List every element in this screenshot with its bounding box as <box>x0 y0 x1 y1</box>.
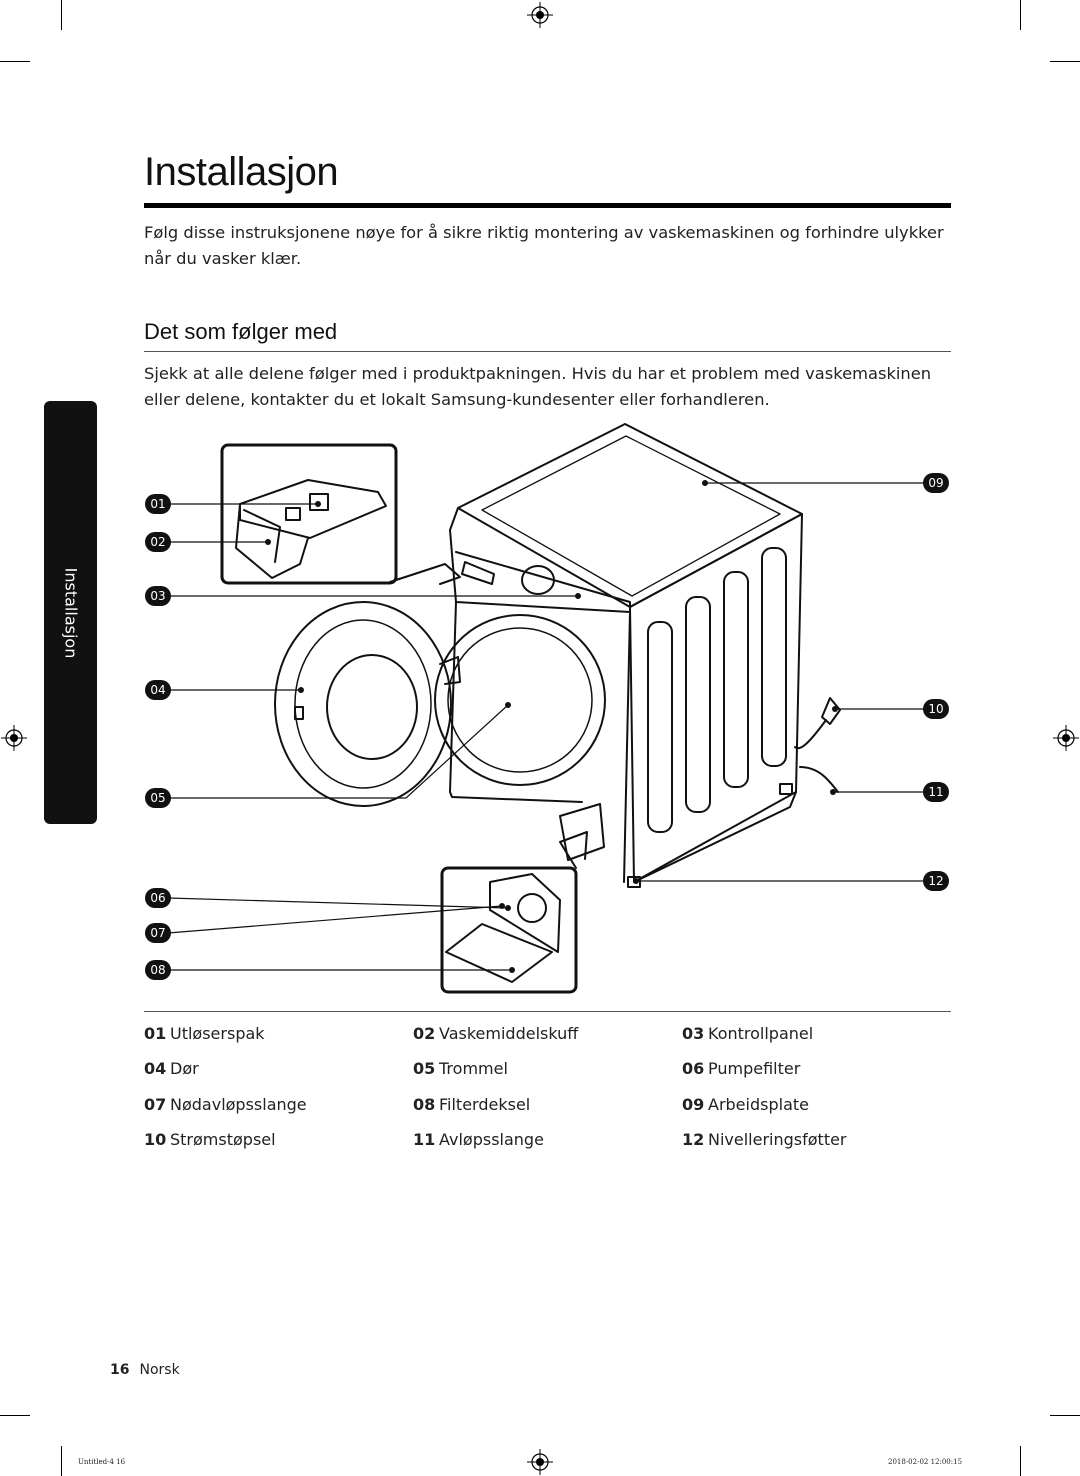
leveling-foot-illustration <box>627 876 641 888</box>
callout-badge-08: 08 <box>145 960 171 980</box>
page-footer: 16 Norsk <box>110 1362 180 1378</box>
printer-timestamp: 2018-02-02 12:00:15 <box>888 1458 963 1466</box>
legend-number: 05 <box>413 1059 436 1078</box>
crop-mark <box>1020 1446 1021 1476</box>
crop-mark <box>1050 1415 1080 1416</box>
legend-number: 06 <box>682 1059 705 1078</box>
drum-illustration <box>434 614 606 786</box>
legend-label: Strømstøpsel <box>170 1130 276 1149</box>
svg-text:12: 12 <box>928 874 943 888</box>
page-number: 16 <box>110 1362 130 1378</box>
callout-badge-04: 04 <box>145 680 171 700</box>
registration-mark-icon <box>527 2 553 28</box>
chapter-side-tab: Installasjon <box>44 401 97 824</box>
callout-badge-02: 02 <box>145 532 171 552</box>
crop-mark <box>61 0 62 30</box>
legend-number: 02 <box>413 1024 436 1043</box>
intro-paragraph: Følg disse instruksjonene nøye for å sik… <box>144 223 944 268</box>
worktop-illustration <box>457 423 803 608</box>
svg-text:05: 05 <box>150 791 165 805</box>
legend-label: Nivelleringsføtter <box>708 1130 847 1149</box>
callout-badge-10: 10 <box>923 699 949 719</box>
detergent-drawer-illustration <box>239 479 387 539</box>
drain-hose-illustration <box>799 766 839 793</box>
svg-text:09: 09 <box>928 476 943 490</box>
crop-mark <box>1050 61 1080 62</box>
callout-badge-05: 05 <box>145 788 171 808</box>
legend-label: Dør <box>170 1059 199 1078</box>
svg-text:02: 02 <box>150 535 165 549</box>
legend-number: 10 <box>144 1130 167 1149</box>
legend-label: Vaskemiddelskuff <box>439 1024 579 1043</box>
legend-number: 12 <box>682 1130 705 1149</box>
crop-mark <box>1020 0 1021 30</box>
detergent-drawer-inset <box>220 443 398 585</box>
legend-label: Arbeidsplate <box>708 1095 809 1114</box>
title-divider <box>144 203 951 208</box>
section-heading: Det som følger med <box>144 319 338 344</box>
washing-machine-diagram: 01 02 03 04 05 06 07 08 09 10 11 12 <box>145 423 949 994</box>
legend-number: 09 <box>682 1095 705 1114</box>
legend-number: 04 <box>144 1059 167 1078</box>
svg-text:01: 01 <box>150 497 165 511</box>
legend-number: 01 <box>144 1024 167 1043</box>
svg-text:08: 08 <box>150 963 165 977</box>
callout-badge-11: 11 <box>923 782 949 802</box>
page-title: Installasjon <box>144 150 339 194</box>
printer-file-info: Untitled-4 16 <box>78 1458 126 1466</box>
svg-text:11: 11 <box>928 785 943 799</box>
pump-filter-inset <box>440 866 578 994</box>
section-description: Sjekk at alle delene følger med i produk… <box>144 364 932 409</box>
callout-badge-01: 01 <box>145 494 171 514</box>
chapter-side-tab-label: Installasjon <box>61 567 80 658</box>
legend-label: Pumpefilter <box>708 1059 801 1078</box>
callout-badge-12: 12 <box>923 871 949 891</box>
legend-label: Kontrollpanel <box>708 1024 814 1043</box>
svg-text:03: 03 <box>150 589 165 603</box>
svg-text:10: 10 <box>928 702 943 716</box>
svg-text:06: 06 <box>150 891 165 905</box>
legend-divider <box>144 1011 951 1012</box>
crop-mark <box>0 61 30 62</box>
power-plug-illustration <box>821 697 841 725</box>
legend-label: Nødavløpsslange <box>170 1095 307 1114</box>
registration-mark-icon <box>1 725 27 751</box>
svg-text:07: 07 <box>150 926 165 940</box>
legend-number: 07 <box>144 1095 167 1114</box>
callout-badge-09: 09 <box>923 473 949 493</box>
section-divider <box>144 351 951 352</box>
callout-badge-06: 06 <box>145 888 171 908</box>
callout-badge-03: 03 <box>145 586 171 606</box>
door-illustration <box>274 601 452 807</box>
legend-label: Filterdeksel <box>439 1095 531 1114</box>
crop-mark <box>61 1446 62 1476</box>
legend-number: 11 <box>413 1130 436 1149</box>
callout-badge-07: 07 <box>145 923 171 943</box>
registration-mark-icon <box>527 1449 553 1475</box>
registration-mark-icon <box>1053 725 1079 751</box>
footer-language: Norsk <box>139 1362 180 1378</box>
legend-label: Utløserspak <box>170 1024 265 1043</box>
legend-number: 08 <box>413 1095 436 1114</box>
svg-text:04: 04 <box>150 683 165 697</box>
crop-mark <box>0 1415 30 1416</box>
legend-label: Avløpsslange <box>439 1130 544 1149</box>
legend-number: 03 <box>682 1024 705 1043</box>
legend-label: Trommel <box>439 1059 508 1078</box>
